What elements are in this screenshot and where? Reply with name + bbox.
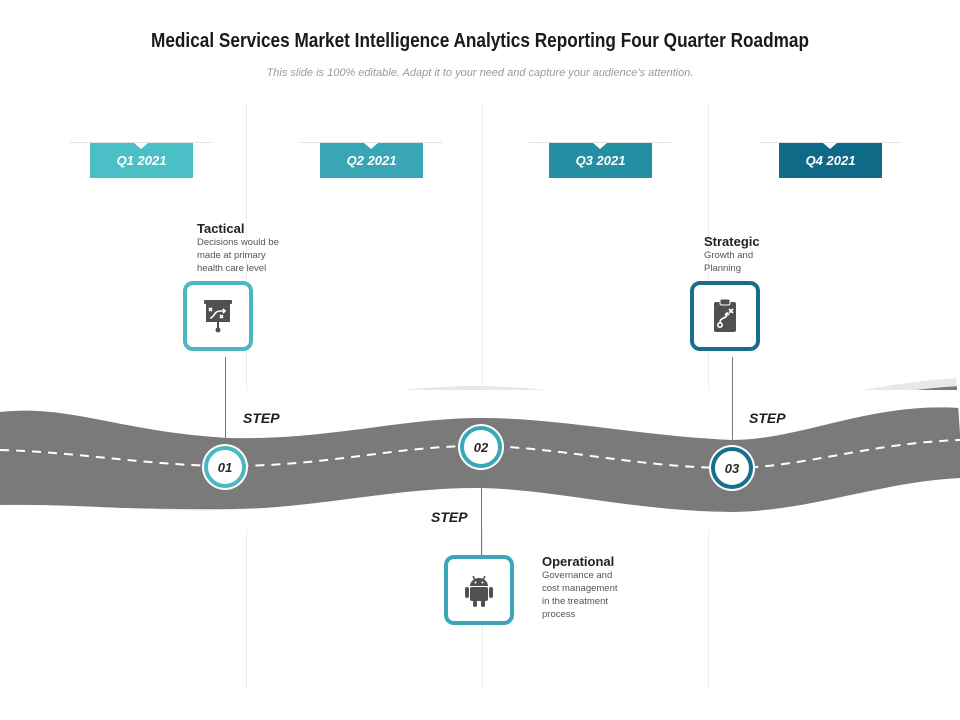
quarter-label: Q3 2021 [575, 153, 626, 168]
step-icon-box [690, 281, 760, 351]
step-label: STEP [749, 410, 786, 426]
step-number-badge: 02 [460, 426, 502, 468]
description-line: cost management [542, 583, 618, 594]
step-number: 02 [473, 439, 489, 455]
quarter-header-q2: Q2 2021 [300, 142, 442, 178]
slide-title: Medical Services Market Intelligence Ana… [151, 30, 809, 52]
quarter-notch [134, 143, 148, 149]
quarter-notch [593, 143, 607, 149]
quarter-rule [70, 142, 212, 143]
road-bottom-edge-mask [0, 478, 960, 530]
clipboard-plan-icon [714, 298, 736, 332]
connector-line [481, 466, 482, 556]
description-line: health care level [197, 263, 267, 274]
step-icon-box [444, 555, 514, 625]
description-line: Decisions would be [197, 237, 279, 248]
quarter-label: Q4 2021 [805, 153, 856, 168]
quarter-rule [529, 142, 671, 143]
step-description: Growth and Planning [704, 249, 814, 275]
quarter-label: Q2 2021 [346, 153, 397, 168]
quarter-notch [823, 143, 837, 149]
road-top-edge-mask [0, 390, 960, 440]
step-description: Governance and cost management in the tr… [542, 569, 652, 621]
step-heading: Strategic [704, 234, 760, 249]
quarter-header-q3: Q3 2021 [529, 142, 671, 178]
step-heading: Tactical [197, 221, 245, 236]
quarter-label: Q1 2021 [116, 153, 167, 168]
description-line: in the treatment [542, 596, 609, 607]
description-line: made at primary [197, 250, 266, 261]
step-label: STEP [243, 410, 280, 426]
step-number: 03 [724, 460, 740, 476]
step-description: Decisions would be made at primary healt… [197, 236, 307, 275]
quarter-rule [759, 142, 901, 143]
description-line: Governance and [542, 570, 613, 581]
step-heading: Operational [542, 554, 615, 569]
quarter-header-q4: Q4 2021 [759, 142, 901, 178]
connector-line [225, 357, 226, 449]
description-line: process [542, 609, 576, 620]
description-line: Planning [704, 263, 741, 274]
quarter-notch [364, 143, 378, 149]
connector-line [732, 357, 733, 449]
step-icon-box [183, 281, 253, 351]
quarter-header-q1: Q1 2021 [70, 142, 212, 178]
step-number: 01 [217, 459, 233, 475]
android-icon [465, 575, 493, 607]
step-number-badge: 03 [711, 447, 753, 489]
quarter-rule [300, 142, 442, 143]
strategy-board-icon [204, 300, 232, 333]
description-line: Growth and [704, 250, 754, 261]
step-number-badge: 01 [204, 446, 246, 488]
step-label: STEP [431, 509, 468, 525]
slide-subtitle: This slide is 100% editable. Adapt it to… [266, 67, 694, 79]
